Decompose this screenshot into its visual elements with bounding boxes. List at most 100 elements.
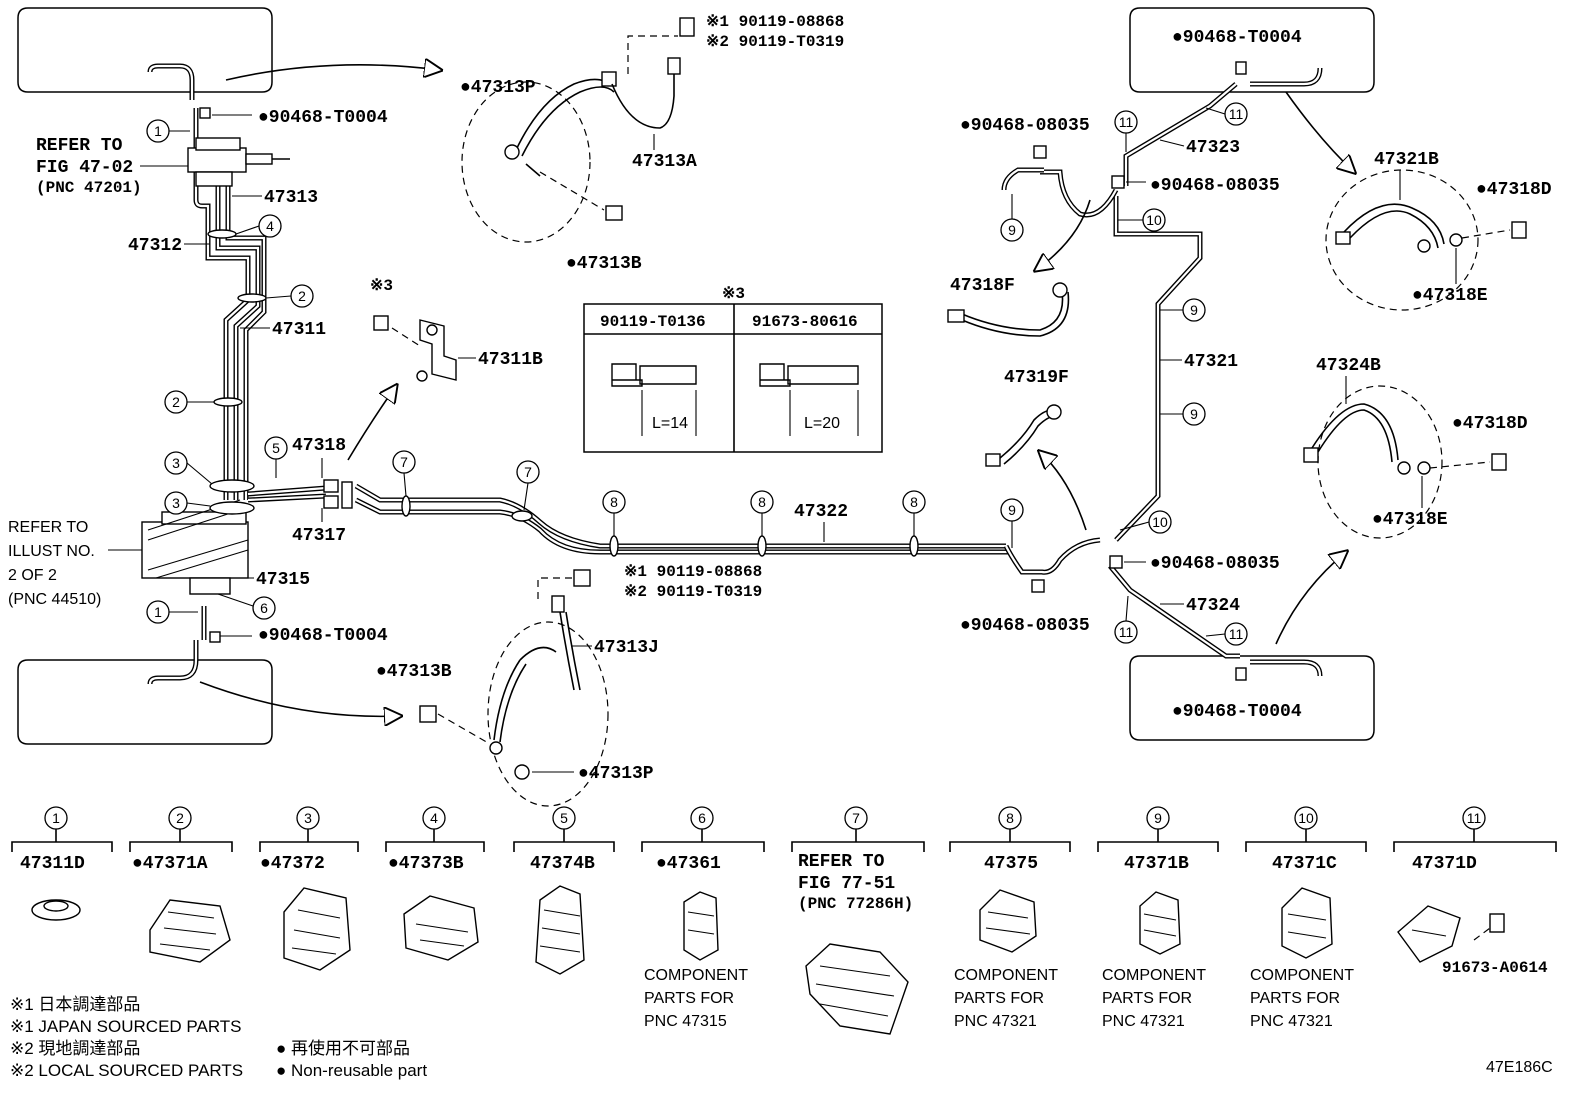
part-note-47375-2: PARTS FOR — [954, 990, 1044, 1007]
svg-text:7: 7 — [524, 464, 532, 480]
svg-text:11: 11 — [1119, 624, 1134, 640]
legend: ※1 日本調達部品 ※1 JAPAN SOURCED PARTS ※2 現地調達… — [10, 995, 427, 1080]
part-bolt-91673-A0614: 91673-A0614 — [1442, 959, 1548, 977]
label-47313J: 47313J — [594, 638, 659, 658]
label-refer-illust-2: ILLUST NO. — [8, 543, 95, 560]
part-refer-7-2: FIG 77-51 — [798, 874, 895, 894]
svg-text:1: 1 — [52, 810, 60, 826]
legend-japan-sourced-en: ※1 JAPAN SOURCED PARTS — [10, 1017, 242, 1036]
label-47319F: 47319F — [1004, 368, 1069, 388]
part-item-11: 11 47371D 91673-A0614 — [1393, 806, 1557, 977]
svg-text:11: 11 — [1119, 114, 1134, 130]
label-refer-fig-1: REFER TO — [36, 136, 123, 156]
label-90468-08035-d: ●90468-08035 — [960, 616, 1090, 636]
legend-non-reusable-en: ● Non-reusable part — [276, 1061, 427, 1080]
part-item-9: 9 47371B COMPONENT PARTS FOR PNC 47321 — [1097, 806, 1219, 1030]
svg-text:9: 9 — [1190, 302, 1198, 318]
svg-text:9: 9 — [1154, 810, 1162, 826]
svg-text:10: 10 — [1298, 810, 1314, 826]
svg-text:9: 9 — [1008, 222, 1016, 238]
label-refer-illust-3: 2 OF 2 — [8, 567, 57, 584]
arrow-top-left — [225, 65, 440, 81]
diagram-code: 47E186C — [1486, 1059, 1553, 1076]
label-47318D-bottom: ●47318D — [1452, 414, 1528, 434]
clip-icon-tl — [199, 107, 211, 119]
label-47322: 47322 — [794, 502, 848, 522]
label-refer-fig-3: (PNC 47201) — [36, 179, 142, 197]
svg-text:2: 2 — [176, 810, 184, 826]
label-refer-illust-1: REFER TO — [8, 519, 88, 536]
part-note-47371B-3: PNC 47321 — [1102, 1013, 1185, 1030]
svg-text:8: 8 — [610, 494, 618, 510]
parts-row: 1 47311D 2 ●47371A 3 ●47372 4 — [11, 806, 1557, 1035]
legend-local-sourced-en: ※2 LOCAL SOURCED PARTS — [10, 1061, 243, 1080]
part-label-47371B: 47371B — [1124, 854, 1189, 874]
callout-6 — [252, 596, 276, 620]
label-47321: 47321 — [1184, 352, 1238, 372]
label-47313P-bottom: ●47313P — [578, 764, 654, 784]
part-item-8: 8 47375 COMPONENT PARTS FOR PNC 47321 — [949, 806, 1071, 1030]
svg-text:8: 8 — [1006, 810, 1014, 826]
part-note-47361-3: PNC 47315 — [644, 1013, 727, 1030]
label-47313: 47313 — [264, 188, 318, 208]
svg-text:1: 1 — [154, 123, 162, 139]
label-47318E-bottom: ●47318E — [1372, 510, 1448, 530]
part-note-47375-3: PNC 47321 — [954, 1013, 1037, 1030]
label-90468-08035-b: ●90468-08035 — [1150, 176, 1280, 196]
part-label-47375: 47375 — [984, 854, 1038, 874]
part-note-47371C-3: PNC 47321 — [1250, 1013, 1333, 1030]
bolt-table: ※3 90119-T0136 91673-80616 L=14 L=20 — [583, 285, 883, 453]
svg-text:10: 10 — [1146, 212, 1162, 228]
svg-text:10: 10 — [1152, 514, 1168, 530]
part-note-47361-1: COMPONENT — [644, 967, 748, 984]
svg-text:6: 6 — [260, 600, 268, 616]
part-label-47374B: 47374B — [530, 854, 595, 874]
front-hose-bottom-detail — [419, 569, 609, 807]
label-bolt2-top: ※2 90119-T0319 — [706, 33, 844, 51]
label-47311: 47311 — [272, 320, 326, 340]
part-label-47371A: ●47371A — [132, 854, 208, 874]
part-item-7: 7 REFER TO FIG 77-51 (PNC 77286H) — [791, 806, 925, 1035]
svg-text:11: 11 — [1229, 626, 1244, 642]
part-item-6: 6 ●47361 COMPONENT PARTS FOR PNC 47315 — [641, 806, 765, 1030]
top-right-inset-box — [1129, 7, 1375, 93]
label-refer-illust-4: (PNC 44510) — [8, 591, 101, 608]
svg-text:2: 2 — [298, 288, 306, 304]
part-note-47371B-2: PARTS FOR — [1102, 990, 1192, 1007]
label-90468-08035-c: ●90468-08035 — [1150, 554, 1280, 574]
label-47318D-top: ●47318D — [1476, 180, 1552, 200]
svg-text:11: 11 — [1229, 106, 1244, 122]
part-item-3: 3 ●47372 — [259, 806, 359, 971]
hose-47318F — [947, 282, 1070, 337]
bottom-right-inset-box — [1129, 655, 1375, 741]
label-90468-T0004-tr: ●90468-T0004 — [1172, 28, 1302, 48]
part-note-47375-1: COMPONENT — [954, 967, 1058, 984]
rear-brake-line — [247, 479, 1010, 557]
label-47313B-bottom: ●47313B — [376, 662, 452, 682]
label-47318E-top: ●47318E — [1412, 286, 1488, 306]
clip-icon-08035-d — [1031, 579, 1045, 593]
bottom-left-inset-box — [17, 640, 273, 745]
svg-text:3: 3 — [172, 495, 180, 511]
clip-icon-08035-c — [1109, 555, 1123, 569]
svg-text:1: 1 — [154, 604, 162, 620]
table-col2-length: L=20 — [804, 415, 840, 432]
label-90468-08035-a: ●90468-08035 — [960, 116, 1090, 136]
svg-text:9: 9 — [1190, 406, 1198, 422]
label-47313B-top: ●47313B — [566, 254, 642, 274]
part-label-47311D: 47311D — [20, 854, 85, 874]
arrow-bottom-left — [199, 681, 400, 716]
part-refer-7-3: (PNC 77286H) — [798, 895, 913, 913]
label-bolt1-top: ※1 90119-08868 — [706, 13, 844, 31]
label-47318: 47318 — [292, 436, 346, 456]
legend-local-sourced-jp: ※2 現地調達部品 — [10, 1039, 140, 1058]
label-47318F: 47318F — [950, 276, 1015, 296]
label-90468-T0004-bl: ●90468-T0004 — [258, 626, 388, 646]
svg-text:3: 3 — [172, 455, 180, 471]
label-bolt1-bottom: ※1 90119-08868 — [624, 563, 762, 581]
label-mark3-bracket: ※3 — [370, 277, 393, 295]
proportioning-valve — [187, 137, 290, 187]
part-note-47371B-1: COMPONENT — [1102, 967, 1206, 984]
part-label-47372: ●47372 — [260, 854, 325, 874]
